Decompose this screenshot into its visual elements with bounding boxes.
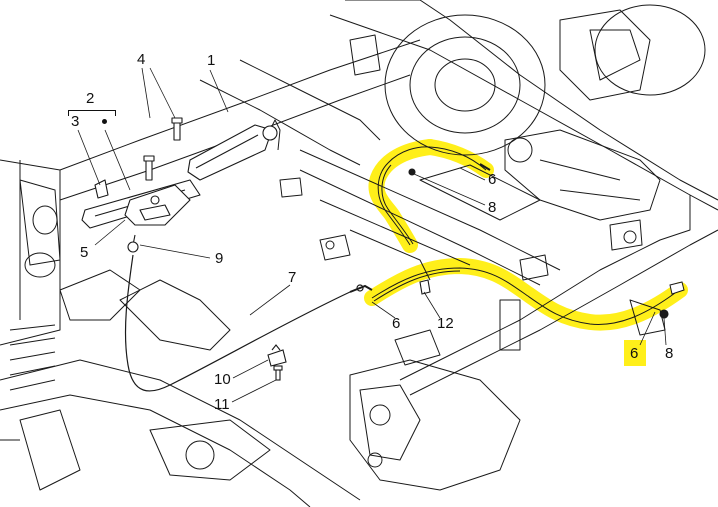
callout-5: 5: [80, 244, 89, 261]
brake-cables-rear: [371, 146, 685, 325]
callout-4: 4: [137, 51, 146, 68]
callout-12: 12: [437, 315, 454, 332]
callout-1: 1: [207, 52, 216, 69]
callout-2: 2: [86, 90, 95, 107]
highlight-rear-cable: [364, 258, 688, 331]
callout-9: 9: [215, 250, 224, 267]
callout-2-bracket: [68, 110, 116, 116]
callout-6-middle: 6: [392, 315, 401, 332]
highlight-front-cable-tip: [422, 139, 494, 178]
brake-cable-front: [124, 254, 373, 392]
cable-retainer-parts: [267, 168, 669, 381]
parking-brake-lever: [81, 117, 278, 253]
highlight-label-6: [624, 340, 646, 366]
callout-7: 7: [288, 269, 297, 286]
callout-3: 3: [71, 113, 80, 130]
lever-cover: [187, 124, 273, 181]
lever-clip: [94, 179, 109, 199]
callout-6-lower: 6: [630, 345, 639, 362]
callout-2-dot: [102, 119, 107, 124]
callout-8-upper: 8: [488, 199, 497, 216]
callout-11: 11: [214, 396, 230, 413]
leader-lines: [77, 67, 667, 403]
callout-10: 10: [214, 371, 231, 388]
callout-8-lower: 8: [665, 345, 674, 362]
callout-6-upper: 6: [488, 171, 497, 188]
lever-base: [124, 184, 191, 226]
